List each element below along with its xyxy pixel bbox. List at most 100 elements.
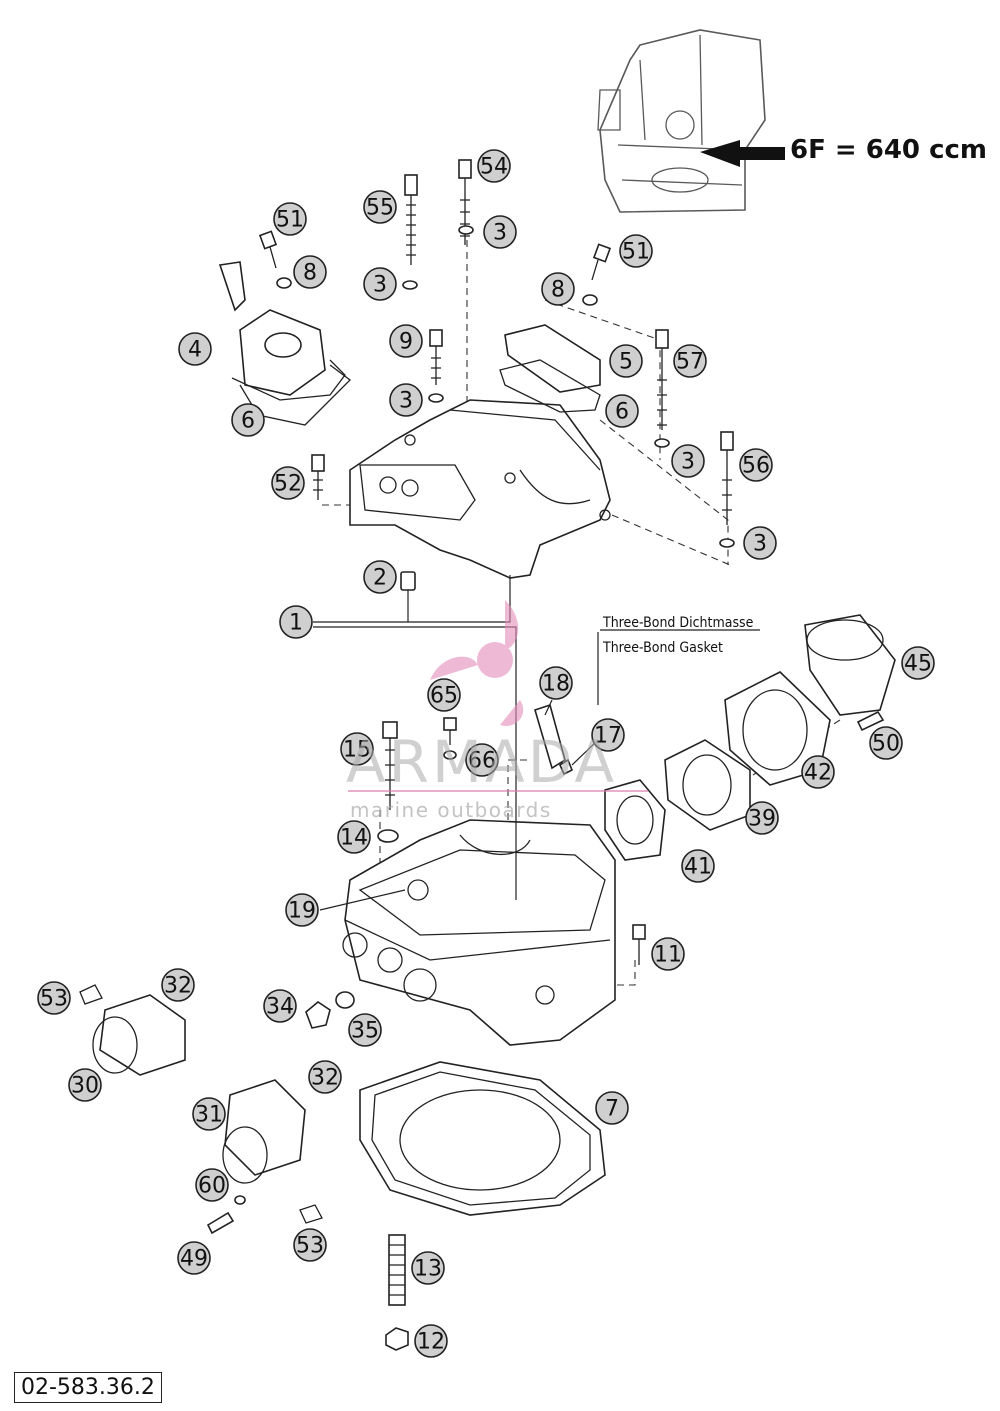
plug-2 <box>400 571 416 591</box>
exhaust-flanges <box>79 984 323 1224</box>
callout-51: 51 <box>273 202 307 236</box>
engine-thumbnail <box>597 29 766 213</box>
callout-3: 3 <box>743 526 777 560</box>
callout-label: 3 <box>681 450 695 475</box>
callout-label: 19 <box>288 899 316 924</box>
callout-label: 32 <box>311 1066 339 1091</box>
callout-label: 13 <box>414 1257 442 1282</box>
callout-label: 53 <box>40 987 68 1012</box>
callout-label: 55 <box>366 196 394 221</box>
intake-parts <box>604 614 896 861</box>
callout-label: 51 <box>276 208 304 233</box>
callout-66: 66 <box>465 743 499 777</box>
model-label: 6F = 640 ccm <box>790 135 987 165</box>
callout-label: 11 <box>654 943 682 968</box>
callout-18: 18 <box>539 666 573 700</box>
cap-17 <box>558 758 574 776</box>
callout-label: 65 <box>430 684 458 709</box>
callout-label: 52 <box>274 472 302 497</box>
head-gasket <box>359 1061 606 1216</box>
callout-3: 3 <box>363 267 397 301</box>
callout-label: 4 <box>188 338 202 363</box>
callout-label: 31 <box>195 1103 223 1128</box>
callout-1: 1 <box>279 605 313 639</box>
callout-12: 12 <box>414 1324 448 1358</box>
callout-55: 55 <box>363 190 397 224</box>
thermostat-cover <box>218 261 351 426</box>
document-number: 02-583.36.2 <box>14 1372 162 1403</box>
callout-label: 12 <box>417 1330 445 1355</box>
sealant-note-en: Three-Bond Gasket <box>602 640 723 656</box>
callout-label: 32 <box>164 974 192 999</box>
plug-34 <box>305 1001 331 1029</box>
washers <box>234 225 735 1205</box>
callout-54: 54 <box>477 149 511 183</box>
callout-7: 7 <box>595 1091 629 1125</box>
callout-32: 32 <box>308 1060 342 1094</box>
callout-label: 18 <box>542 672 570 697</box>
callout-5: 5 <box>609 344 643 378</box>
sealant-note-de: Three-Bond Dichtmasse <box>602 615 754 631</box>
callout-label: 50 <box>872 732 900 757</box>
callout-41: 41 <box>681 849 715 883</box>
callout-31: 31 <box>192 1097 226 1131</box>
callout-34: 34 <box>263 989 297 1023</box>
callout-label: 7 <box>605 1097 619 1122</box>
valve-cover <box>349 399 611 579</box>
callout-42: 42 <box>801 755 835 789</box>
callout-label: 41 <box>684 855 712 880</box>
callout-label: 14 <box>340 826 368 851</box>
callout-label: 35 <box>351 1019 379 1044</box>
callout-3: 3 <box>389 383 423 417</box>
callout-56: 56 <box>739 448 773 482</box>
seal-35 <box>335 991 355 1009</box>
callout-label: 3 <box>399 389 413 414</box>
watermark-brand: ARMADA <box>346 728 618 796</box>
callout-4: 4 <box>178 332 212 366</box>
callout-label: 15 <box>343 738 371 763</box>
callout-label: 49 <box>180 1247 208 1272</box>
callout-label: 30 <box>71 1074 99 1099</box>
callout-label: 53 <box>296 1234 324 1259</box>
callout-label: 56 <box>742 454 770 479</box>
valve-guide-18 <box>534 703 566 770</box>
callout-label: 8 <box>551 278 565 303</box>
callout-8: 8 <box>293 255 327 289</box>
callout-32: 32 <box>161 968 195 1002</box>
callout-49: 49 <box>177 1241 211 1275</box>
callout-57: 57 <box>673 344 707 378</box>
callout-label: 8 <box>303 261 317 286</box>
callout-label: 51 <box>622 240 650 265</box>
callout-53: 53 <box>37 981 71 1015</box>
callout-19: 19 <box>285 893 319 927</box>
callout-label: 9 <box>399 330 413 355</box>
cylinder-head <box>342 819 616 1046</box>
callout-35: 35 <box>348 1013 382 1047</box>
callout-2: 2 <box>363 560 397 594</box>
callout-13: 13 <box>411 1251 445 1285</box>
callout-label: 6 <box>241 409 255 434</box>
callout-label: 17 <box>594 724 622 749</box>
callout-label: 45 <box>904 652 932 677</box>
callout-label: 60 <box>198 1174 226 1199</box>
callout-8: 8 <box>541 272 575 306</box>
callout-label: 5 <box>619 350 633 375</box>
callout-label: 1 <box>289 611 303 636</box>
callout-label: 57 <box>676 350 704 375</box>
callout-6: 6 <box>605 394 639 428</box>
callout-17: 17 <box>591 718 625 752</box>
callout-30: 30 <box>68 1068 102 1102</box>
callout-45: 45 <box>901 646 935 680</box>
callout-3: 3 <box>671 444 705 478</box>
bolts <box>206 159 885 1351</box>
callout-label: 39 <box>748 807 776 832</box>
callout-11: 11 <box>651 937 685 971</box>
callout-6: 6 <box>231 403 265 437</box>
callout-label: 66 <box>468 749 496 774</box>
watermark-rule <box>348 790 648 792</box>
callout-label: 3 <box>373 273 387 298</box>
watermark-logo <box>430 600 524 726</box>
watermark-tagline: marine outboards <box>350 798 552 822</box>
